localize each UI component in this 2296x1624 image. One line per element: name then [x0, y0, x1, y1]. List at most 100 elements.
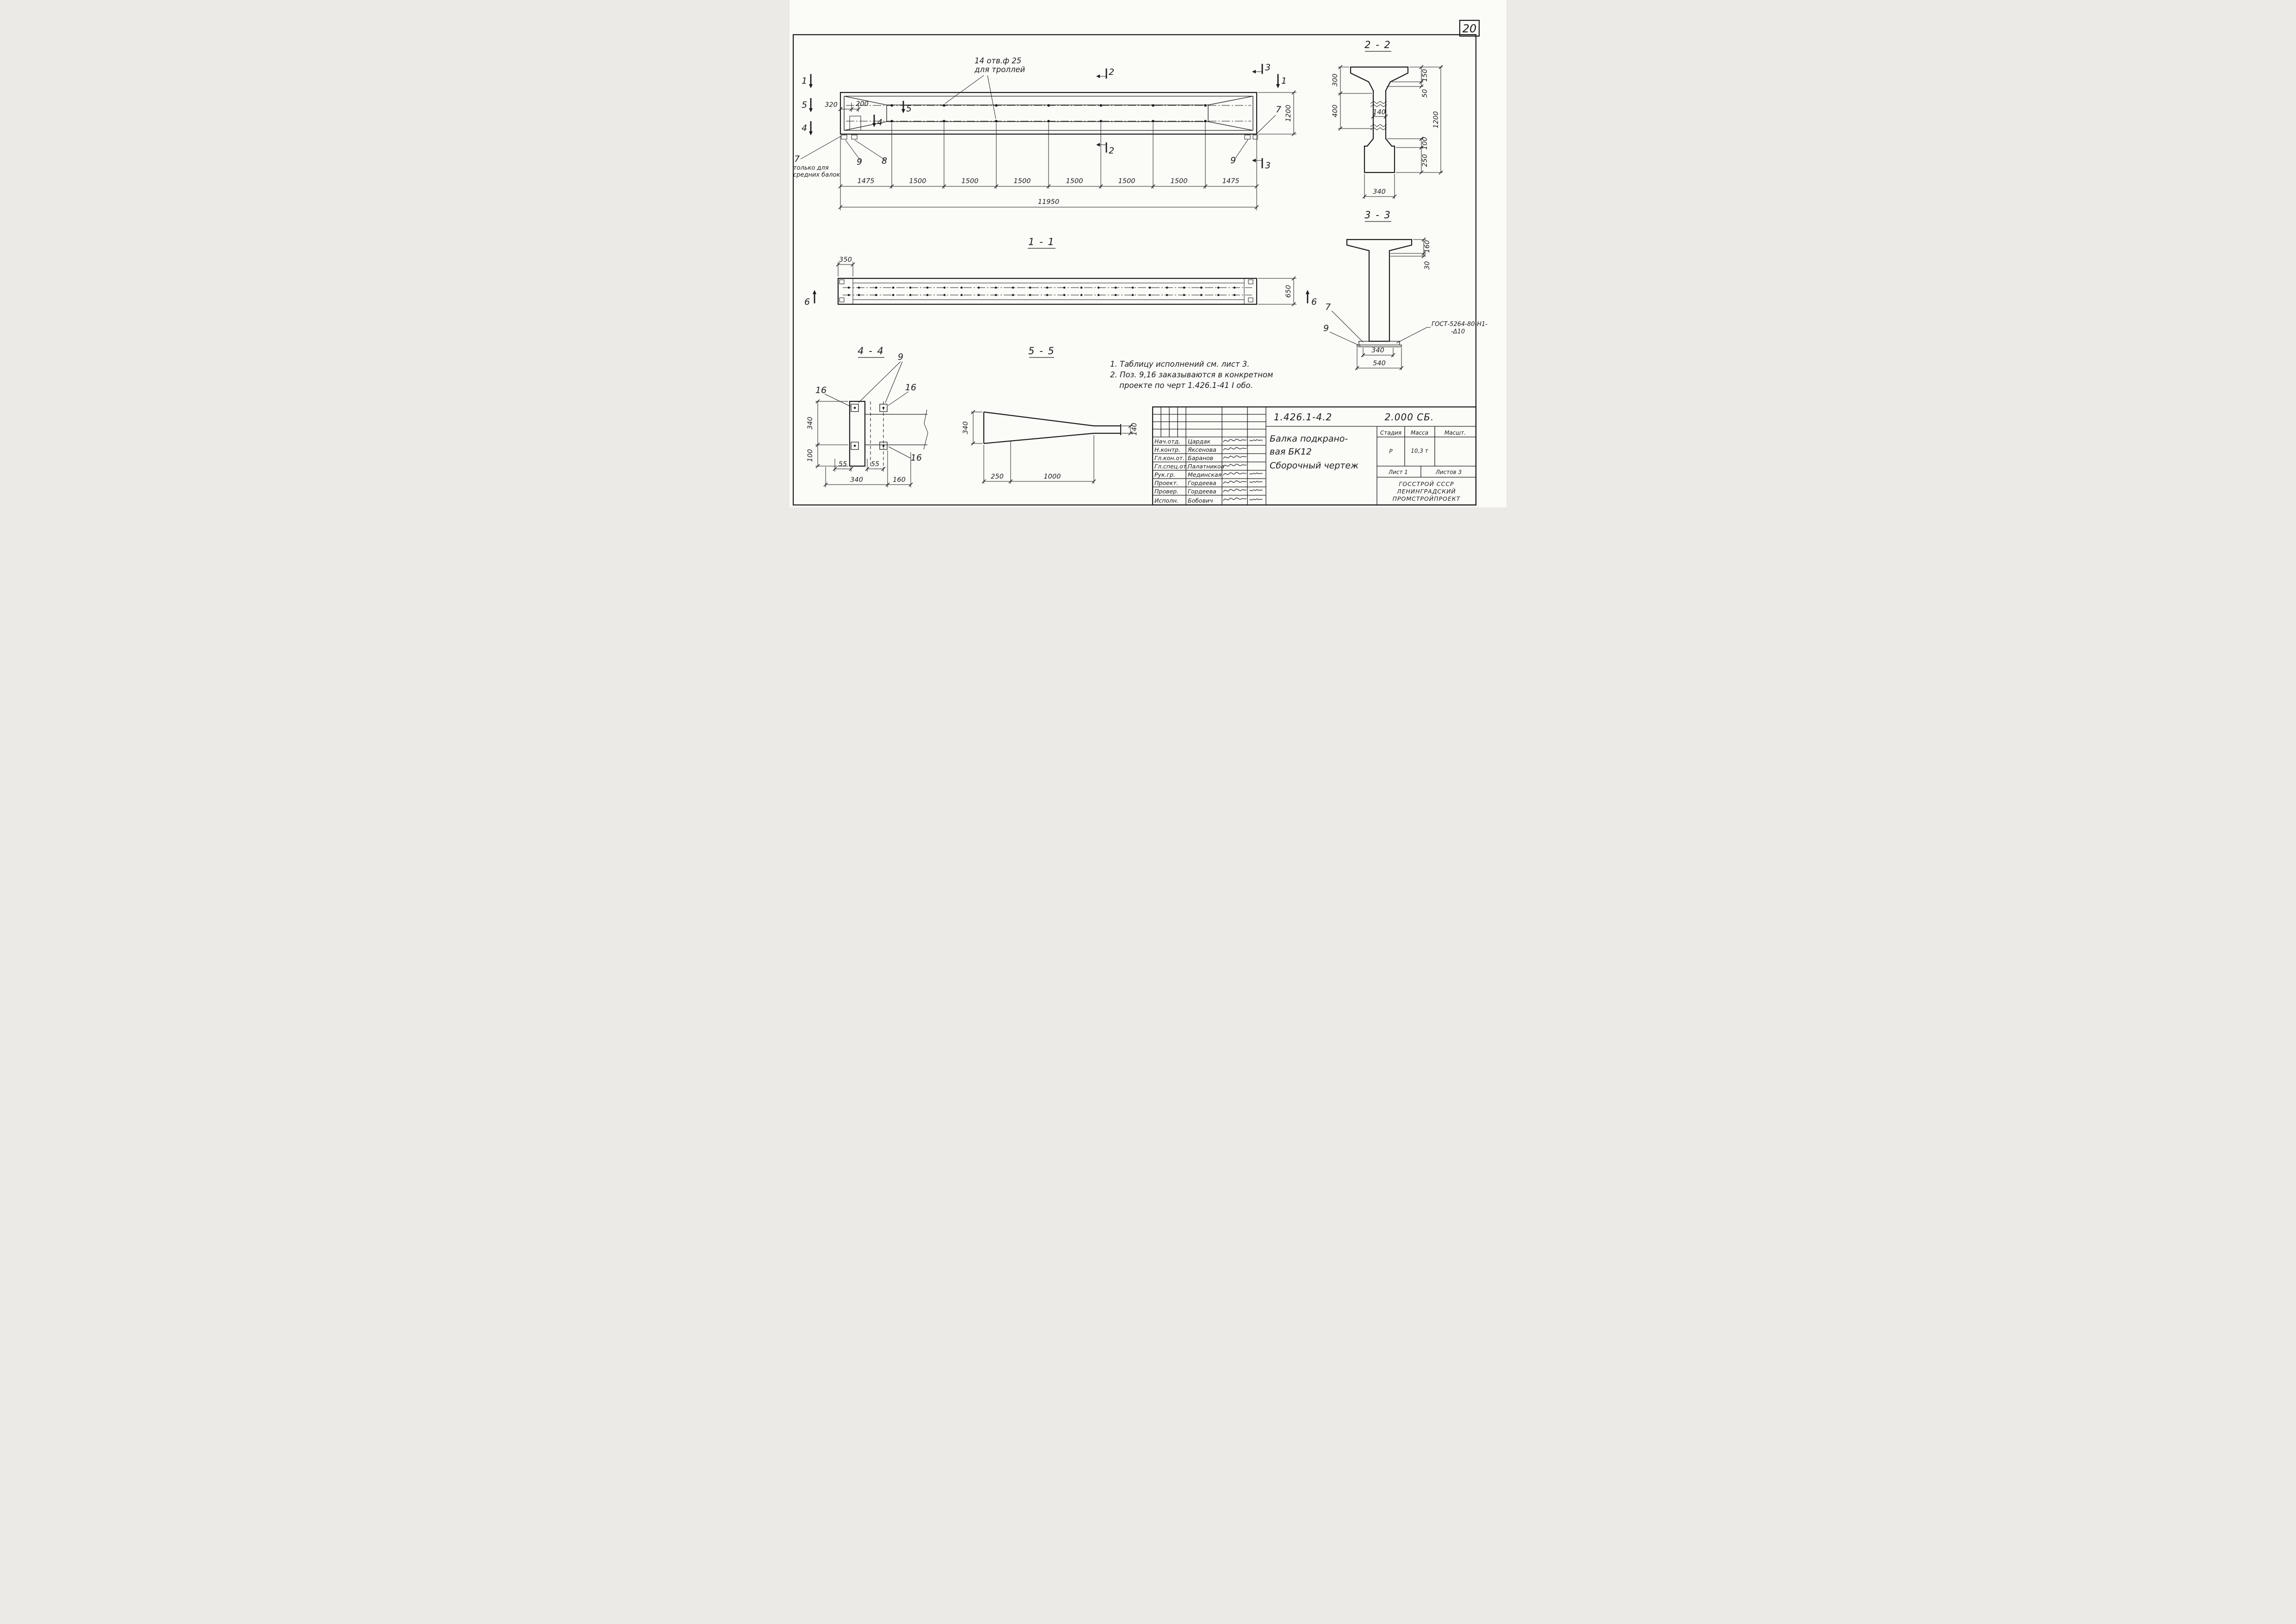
- dim-segment-5: 1500: [1066, 178, 1083, 185]
- arrowhead: [1306, 290, 1309, 294]
- row-role: Н.контр.: [1154, 446, 1180, 453]
- date-scribble: [1249, 498, 1263, 501]
- dim-340-v: 340: [807, 417, 814, 430]
- dim-50: 50: [1421, 89, 1429, 98]
- drawing-title-line3: Сборочный чертеж: [1270, 461, 1358, 471]
- note-line3: проекте по черт 1.426.1-41 I обо.: [1119, 381, 1253, 390]
- dim-1200-height: 1200: [1285, 105, 1292, 122]
- signature-scribble: [1223, 480, 1247, 484]
- drawing-title-line1: Балка подкрано-: [1270, 434, 1348, 444]
- signature-scribble: [1223, 472, 1247, 476]
- cross-section-outline: [1347, 240, 1412, 341]
- arrowhead: [1252, 159, 1256, 162]
- plan-outline: [838, 278, 1257, 304]
- note-line2: 2. Поз. 9,16 заказываются в конкретном: [1110, 370, 1273, 379]
- drawing-sheet: 20 1475 1500 1500 1500 1500 1500 1500 14…: [790, 0, 1506, 507]
- only-note-line1: только для: [793, 165, 829, 172]
- dim-segment-7: 1500: [1171, 178, 1188, 185]
- bearing-plates: [1357, 341, 1401, 347]
- dimension-lines: [973, 412, 1130, 481]
- arrowhead: [1276, 84, 1280, 88]
- dim-140: 140: [1373, 109, 1386, 116]
- dimension-lines: [1340, 67, 1441, 197]
- dimension-ticks: [816, 400, 913, 486]
- dim-340: 340: [1373, 188, 1386, 196]
- beam-edges: [865, 414, 927, 445]
- dim-100: 100: [1421, 137, 1429, 150]
- dim-300: 300: [1332, 74, 1339, 86]
- row-role: Провер.: [1154, 488, 1179, 495]
- page-number: 20: [1463, 22, 1477, 35]
- signature-scribble: [1223, 447, 1247, 451]
- pos-16-b: 16: [905, 382, 916, 393]
- pos-leaders: [825, 362, 911, 458]
- sheet-count: Листов 3: [1435, 469, 1462, 475]
- beam-outline: [840, 92, 1257, 134]
- date-scribble: [1249, 473, 1263, 475]
- web-break-lines: [1370, 101, 1387, 130]
- dim-250: 250: [1421, 154, 1429, 167]
- taper-outline: [984, 412, 1121, 443]
- general-notes: 1. Таблицу исполнений см. лист 3. 2. Поз…: [1110, 360, 1273, 390]
- dim-250: 250: [991, 473, 1004, 480]
- row-name: Гордеева: [1188, 480, 1216, 486]
- pos-8-left: 8: [882, 156, 887, 166]
- signature-scribble: [1223, 488, 1247, 492]
- row-role: Проект.: [1154, 480, 1178, 486]
- pos-7-right: 7: [1276, 105, 1281, 115]
- weld-note-line2: -Δ10: [1451, 328, 1465, 335]
- cut-mark-3-top: 3: [1265, 62, 1271, 73]
- section-2-2-view: 2 - 2 140 300 400 150 50 100 250 1200 34…: [1332, 39, 1443, 199]
- dim-total-length: 11950: [1038, 198, 1059, 206]
- only-note-line2: средних балок: [793, 172, 840, 178]
- break-line: [924, 410, 928, 449]
- section-mark-arrowlines: [1099, 72, 1262, 160]
- extension-lines: [971, 412, 1133, 484]
- pos-leaders: [1330, 311, 1431, 346]
- cut-mark-3-bottom: 3: [1265, 160, 1271, 171]
- extension-lines: [840, 92, 1296, 210]
- signature-scribble: [1223, 497, 1247, 501]
- dim-segment-2: 1500: [909, 178, 926, 185]
- row-name: Баранов: [1188, 455, 1213, 461]
- cut-mark-2-bottom: 2: [1109, 146, 1114, 156]
- section-1-1-label: 1 - 1: [1028, 236, 1055, 247]
- dim-340: 340: [962, 421, 969, 434]
- title-block: 1.426.1-4.2 2.000 СБ. Балка подкрано- ва…: [1153, 407, 1476, 505]
- dim-340-b: 340: [850, 476, 863, 484]
- drawing-title-line2: вая БК12: [1270, 447, 1312, 457]
- section-5-5-label: 5 - 5: [1028, 345, 1055, 357]
- cross-section-outline: [1351, 67, 1408, 172]
- title-block-border: [1153, 407, 1476, 505]
- dim-1200-section: 1200: [1432, 111, 1440, 129]
- corner-plates: [841, 135, 1258, 139]
- arrowhead: [809, 108, 813, 112]
- dim-segment-8: 1475: [1222, 178, 1240, 185]
- row-name: Яксенова: [1187, 446, 1216, 453]
- section-mark-bars: [815, 293, 1308, 303]
- dim-320: 320: [825, 101, 838, 109]
- holes-note-line1: 14 отв.ф 25: [975, 56, 1021, 65]
- pos-9: 9: [1323, 323, 1329, 333]
- cut-mark-6-right: 6: [1311, 297, 1317, 307]
- end-block-outline: [850, 401, 865, 466]
- dim-140: 140: [1131, 423, 1138, 436]
- cut-mark-2-top: 2: [1109, 67, 1114, 77]
- pos-16-a: 16: [815, 385, 827, 395]
- plan-centerlines: [843, 288, 1252, 295]
- header-stage: Стадия: [1380, 430, 1401, 436]
- anchor-plate-bolts: [855, 408, 883, 446]
- dimension-ticks: [1339, 65, 1443, 198]
- section-5-5-view: 5 - 5 340 140 250 1000: [962, 345, 1138, 484]
- section-4-4-view: 4 - 4 9 16 16 16 340 100 55 55 340 160: [807, 345, 928, 487]
- arrowhead: [1096, 74, 1100, 78]
- row-role: Рук.гр.: [1154, 471, 1175, 478]
- cut-mark-1-right: 1: [1281, 76, 1287, 86]
- date-scribble: [1249, 489, 1263, 492]
- plan-inner-lines: [839, 278, 1253, 304]
- extension-lines: [1338, 67, 1443, 199]
- main-elevation-view: 1475 1500 1500 1500 1500 1500 1500 1475 …: [793, 56, 1296, 210]
- row-role: Исполн.: [1154, 497, 1179, 504]
- section-3-3-label: 3 - 3: [1364, 209, 1391, 221]
- pos-9: 9: [898, 352, 903, 362]
